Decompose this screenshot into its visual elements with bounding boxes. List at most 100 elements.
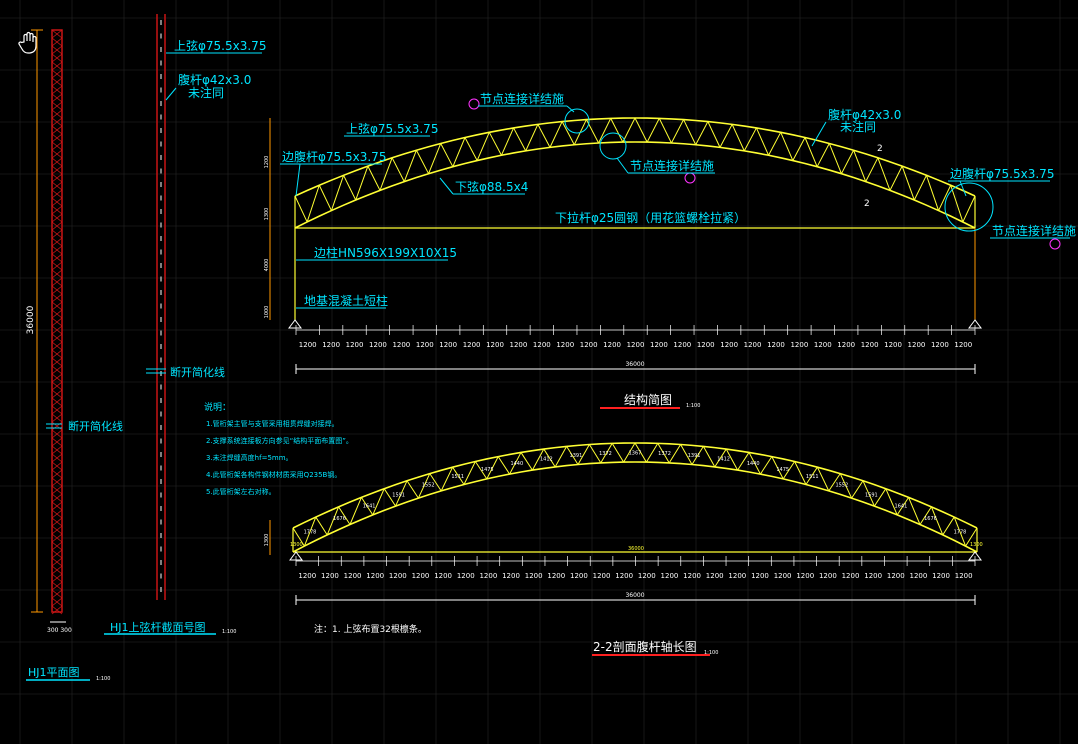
- note-item: 3.未注焊缝高度hf=5mm。: [206, 453, 293, 462]
- note-item: 4.此管桁架各构件钢材材质采用Q235B钢。: [206, 470, 341, 479]
- bay-dim-label: 1200: [638, 572, 656, 580]
- plan-view: 36000 断开简化线 300 300 HJ1平面图 1:100: [26, 29, 123, 682]
- bay-dim-label: 1200: [751, 572, 769, 580]
- node-detail-circle[interactable]: [599, 132, 627, 160]
- bay-dim-label: 1200: [650, 341, 668, 349]
- web-length-label: 1778: [304, 530, 317, 536]
- bay-dim-label: 1200: [570, 572, 588, 580]
- node-detail-circle[interactable]: [944, 182, 994, 232]
- bay-dim-label: 1200: [298, 572, 316, 580]
- bay-dim-label: 1200: [434, 572, 452, 580]
- elev-tie-rod-label: 下拉杆φ25圆钢（用花篮螺栓拉紧）: [555, 210, 746, 225]
- elev-short-column-label: 地基混凝土短柱: [304, 293, 388, 308]
- web-length-label: 1641: [363, 503, 376, 509]
- plan-foot-dims: 300 300: [47, 627, 72, 634]
- plan-height-dim: 36000: [26, 305, 36, 334]
- bay-dim-label: 1200: [767, 341, 785, 349]
- elev-side-web-left: 边腹杆φ75.5x3.75: [282, 150, 386, 164]
- web-length-label: 1676: [333, 516, 346, 522]
- bay-dim-label: 1200: [525, 572, 543, 580]
- elev-vdim: 4000: [264, 259, 270, 272]
- note-item: 5.此管桁架左右对称。: [206, 487, 276, 496]
- note-item: 1.管桁架主管与支管采用相贯焊缝对接焊。: [206, 419, 339, 428]
- bay-dim-label: 1200: [932, 572, 950, 580]
- sec-title: 2-2剖面腹杆轴长图: [593, 639, 697, 654]
- bay-dim-label: 1200: [389, 572, 407, 580]
- bay-dim-label: 1200: [439, 341, 457, 349]
- elev-scale: 1:100: [686, 403, 700, 409]
- node-detail-label: 节点连接详结施: [630, 158, 714, 173]
- bay-dim-label: 1200: [954, 341, 972, 349]
- elev-side-web-right: 边腹杆φ75.5x3.75: [950, 167, 1054, 181]
- bay-dim-label: 1200: [486, 341, 504, 349]
- bay-dim-label: 1200: [593, 572, 611, 580]
- bay-dim-label: 1200: [502, 572, 520, 580]
- bay-dim-label: 1200: [463, 341, 481, 349]
- elev-web-note: 未注同: [840, 119, 876, 134]
- elev-web-label: 腹杆φ42x3.0: [828, 108, 901, 122]
- sec-total-dim: 36000: [625, 592, 644, 599]
- web-length-label: 1552: [835, 482, 848, 488]
- bay-dim-label: 1200: [580, 341, 598, 349]
- elev-bottom-chord-label: 下弦φ88.5x4: [455, 179, 528, 194]
- bay-dim-label: 1200: [796, 572, 814, 580]
- elev-top-chord-label: 上弦φ75.5x3.75: [346, 121, 438, 136]
- bay-dim-label: 1200: [533, 341, 551, 349]
- bay-dim-label: 1200: [842, 572, 860, 580]
- plan-scale: 1:100: [96, 676, 110, 682]
- bay-dim-label: 1200: [457, 572, 475, 580]
- bay-dim-label: 1200: [661, 572, 679, 580]
- bay-dim-label: 1200: [322, 341, 340, 349]
- sec-end-label: 1300: [290, 542, 303, 548]
- bay-dim-label: 1200: [683, 572, 701, 580]
- bay-dim-label: 1200: [673, 341, 691, 349]
- bay-dim-label: 1200: [603, 341, 621, 349]
- web-length-label: 1475: [776, 467, 789, 473]
- bay-dim-label: 1200: [931, 341, 949, 349]
- web-length-label: 1591: [865, 492, 878, 498]
- bay-dim-label: 1200: [955, 572, 973, 580]
- plan-title: HJ1平面图: [28, 666, 80, 679]
- web-length-label: 1511: [806, 474, 819, 480]
- chord-break-line-label: 断开简化线: [170, 365, 225, 379]
- web-length-label: 1778: [954, 530, 967, 536]
- bay-dim-label: 1200: [321, 572, 339, 580]
- bay-dim-label: 1200: [744, 341, 762, 349]
- bay-dim-label: 1200: [299, 341, 317, 349]
- plan-break-line-label: 断开简化线: [68, 419, 123, 433]
- bay-dim-label: 1200: [908, 341, 926, 349]
- bay-dim-label: 1200: [814, 341, 832, 349]
- section-marker[interactable]: [468, 98, 480, 110]
- bay-dim-label: 1200: [774, 572, 792, 580]
- bay-dim-label: 1200: [369, 341, 387, 349]
- sec-base-dim: 36000: [628, 546, 644, 552]
- node-detail-label: 节点连接详结施: [480, 91, 564, 106]
- node-detail-circle[interactable]: [564, 108, 590, 134]
- elev-total-dim: 36000: [625, 361, 644, 368]
- chord-section-view: 上弦φ75.5x3.75 腹杆φ42x3.0 未注同 断开简化线 HJ1上弦杆截…: [104, 14, 266, 635]
- bay-dim-label: 1200: [392, 341, 410, 349]
- sec-end-label: 1300: [970, 542, 983, 548]
- sec-scale: 1:100: [704, 650, 718, 656]
- web-length-label: 1412: [717, 456, 730, 462]
- bay-dim-label: 1200: [510, 341, 528, 349]
- bay-dim-label: 1200: [884, 341, 902, 349]
- elev-vdim: 1300: [264, 208, 270, 221]
- section-marker[interactable]: [1049, 238, 1061, 250]
- chord-scale: 1:100: [222, 629, 236, 635]
- web-length-label: 1372: [658, 451, 671, 457]
- bay-dim-label: 1200: [627, 341, 645, 349]
- web-length-label: 1367: [629, 451, 642, 457]
- web-length-label: 1391: [688, 453, 701, 459]
- web-length-label: 1552: [422, 482, 435, 488]
- web-length-label: 1391: [570, 453, 583, 459]
- bay-dim-label: 1200: [837, 341, 855, 349]
- web-length-label: 1641: [895, 503, 908, 509]
- section-mark-upper: 2: [877, 144, 883, 154]
- web-length-label: 1676: [924, 516, 937, 522]
- web-length-label: 1372: [599, 451, 612, 457]
- web-length-label: 1511: [451, 474, 464, 480]
- elev-side-column-label: 边柱HN596X199X10X15: [314, 245, 457, 260]
- hand-pan-icon[interactable]: [18, 31, 37, 54]
